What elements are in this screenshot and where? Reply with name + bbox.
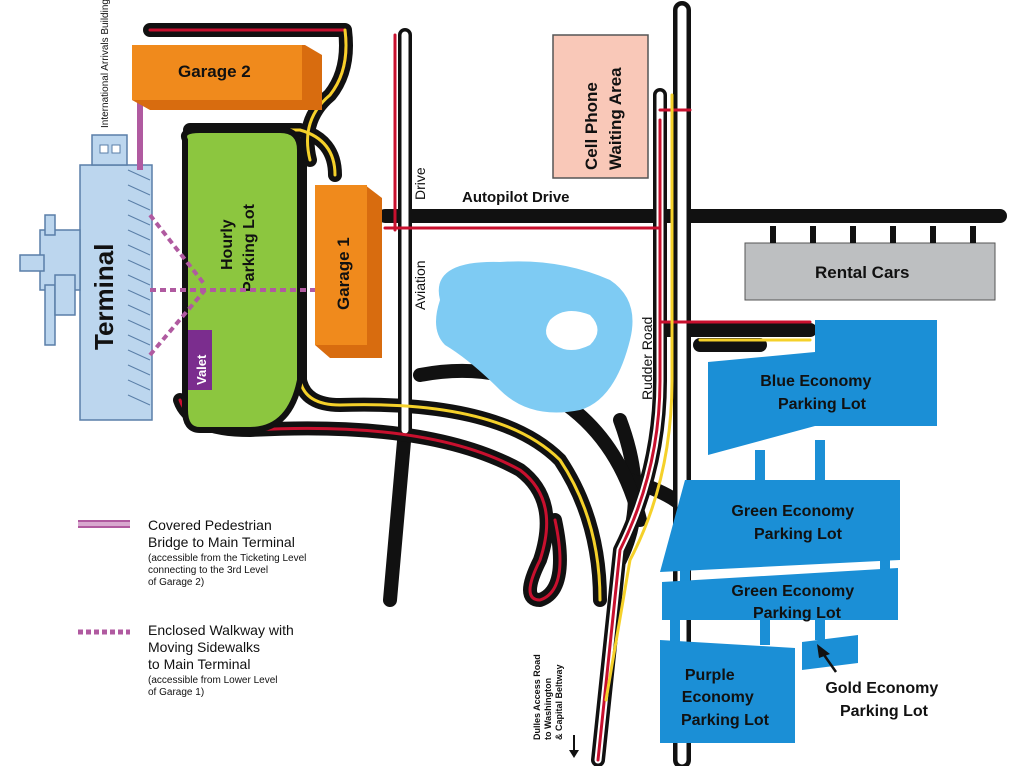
drive-label: Drive bbox=[412, 167, 428, 200]
legend-bridge-title: Covered Pedestrian Bridge to Main Termin… bbox=[148, 517, 378, 551]
legend-bridge-note: (accessible from the Ticketing Level con… bbox=[148, 553, 378, 589]
blue-lot-line2: Parking Lot bbox=[778, 396, 867, 413]
legend-bridge: Covered Pedestrian Bridge to Main Termin… bbox=[148, 517, 378, 589]
enclosed-walkways bbox=[148, 213, 315, 357]
concourse-connector bbox=[19, 214, 81, 346]
valet-label: Valet bbox=[194, 354, 209, 385]
green-lot-2-line2: Parking Lot bbox=[753, 605, 842, 622]
pond bbox=[436, 261, 633, 413]
garage-2-label: Garage 2 bbox=[178, 62, 251, 81]
legend-walkway-title: Enclosed Walkway with Moving Sidewalks t… bbox=[148, 622, 378, 673]
legend-bridge-note-2: connecting to the 3rd Level bbox=[148, 565, 269, 576]
green-lot-1-line2: Parking Lot bbox=[754, 526, 843, 543]
rental-cars-label: Rental Cars bbox=[815, 263, 909, 282]
international-arrivals-building[interactable] bbox=[91, 134, 128, 166]
purple-economy-lot[interactable] bbox=[660, 640, 795, 743]
green-lot-2-label: Green Economy Parking Lot bbox=[731, 583, 858, 622]
valet-area[interactable] bbox=[188, 330, 212, 390]
rental-connectors bbox=[770, 226, 976, 243]
green-economy-lot-2[interactable] bbox=[662, 568, 898, 620]
legend-bridge-title-2: Bridge to Main Terminal bbox=[148, 534, 295, 550]
purple-lot-label: Purple Economy Parking Lot bbox=[681, 667, 770, 729]
hourly-lot-label: Hourly Parking Lot bbox=[219, 203, 258, 292]
aviation-label: Aviation bbox=[412, 260, 428, 310]
green-economy-lot-1[interactable] bbox=[660, 480, 900, 572]
legend-walkway: Enclosed Walkway with Moving Sidewalks t… bbox=[148, 622, 378, 699]
cell-phone-label: Cell Phone Waiting Area bbox=[582, 67, 625, 170]
gold-economy-lot[interactable] bbox=[802, 635, 858, 670]
purple-lot-line2: Economy bbox=[682, 689, 754, 706]
purple-lot-line1: Purple bbox=[685, 667, 735, 684]
legend-bridge-title-1: Covered Pedestrian bbox=[148, 517, 272, 533]
legend-bridge-note-1: (accessible from the Ticketing Level bbox=[148, 553, 307, 564]
rental-cars[interactable] bbox=[744, 226, 996, 301]
cell-phone-line2: Waiting Area bbox=[606, 67, 625, 170]
cell-phone-line1: Cell Phone bbox=[582, 82, 601, 170]
green-lot-1-label: Green Economy Parking Lot bbox=[731, 503, 858, 543]
dulles-line2: to Washington bbox=[543, 678, 553, 740]
terminal-hatching bbox=[127, 169, 151, 406]
autopilot-drive-label: Autopilot Drive bbox=[462, 189, 570, 206]
international-arrivals-text: International Arrivals Building bbox=[100, 0, 111, 128]
hourly-parking-lot[interactable] bbox=[181, 127, 303, 433]
dulles-line3: & Capital Beltway bbox=[554, 664, 564, 740]
legend-walkway-note-2: of Garage 1) bbox=[148, 687, 205, 698]
gold-lot-line2: Parking Lot bbox=[840, 703, 929, 720]
garage-1-label: Garage 1 bbox=[334, 237, 353, 310]
gold-lot-label: Gold Economy Parking Lot bbox=[825, 680, 942, 720]
hourly-lot-line1: Hourly bbox=[219, 219, 236, 270]
cell-phone-waiting-area[interactable] bbox=[552, 34, 649, 179]
garage-1[interactable] bbox=[315, 185, 382, 358]
rudder-road-label: Rudder Road bbox=[639, 317, 655, 400]
green-lot-2-line1: Green Economy bbox=[731, 583, 854, 600]
legend-walkway-title-3: to Main Terminal bbox=[148, 656, 251, 672]
international-arrivals-label: International Arrivals Building bbox=[100, 0, 111, 128]
terminal[interactable] bbox=[19, 164, 153, 421]
hourly-lot-line2: Parking Lot bbox=[241, 203, 258, 292]
down-arrow-icon bbox=[569, 735, 579, 758]
purple-lot-line3: Parking Lot bbox=[681, 712, 770, 729]
blue-economy-lot[interactable] bbox=[708, 320, 937, 455]
dulles-access-label: Dulles Access Road to Washington & Capit… bbox=[532, 652, 564, 740]
blue-lot-line1: Blue Economy bbox=[760, 373, 871, 390]
dulles-line1: Dulles Access Road bbox=[532, 654, 542, 740]
gold-lot-line1: Gold Economy bbox=[825, 680, 938, 697]
legend-bridge-note-3: of Garage 2) bbox=[148, 577, 205, 588]
green-lot-1-line1: Green Economy bbox=[731, 503, 854, 520]
legend-bridge-symbol bbox=[78, 520, 130, 528]
blue-lot-label: Blue Economy Parking Lot bbox=[760, 373, 876, 413]
legend-walkway-note-1: (accessible from Lower Level bbox=[148, 675, 278, 686]
garage-2[interactable] bbox=[132, 45, 322, 110]
gold-lot-arrow bbox=[817, 644, 838, 673]
legend-walkway-note: (accessible from Lower Level of Garage 1… bbox=[148, 675, 378, 699]
legend-walkway-title-2: Moving Sidewalks bbox=[148, 639, 261, 655]
legend-walkway-title-1: Enclosed Walkway with bbox=[148, 622, 294, 638]
terminal-label: Terminal bbox=[89, 244, 119, 350]
